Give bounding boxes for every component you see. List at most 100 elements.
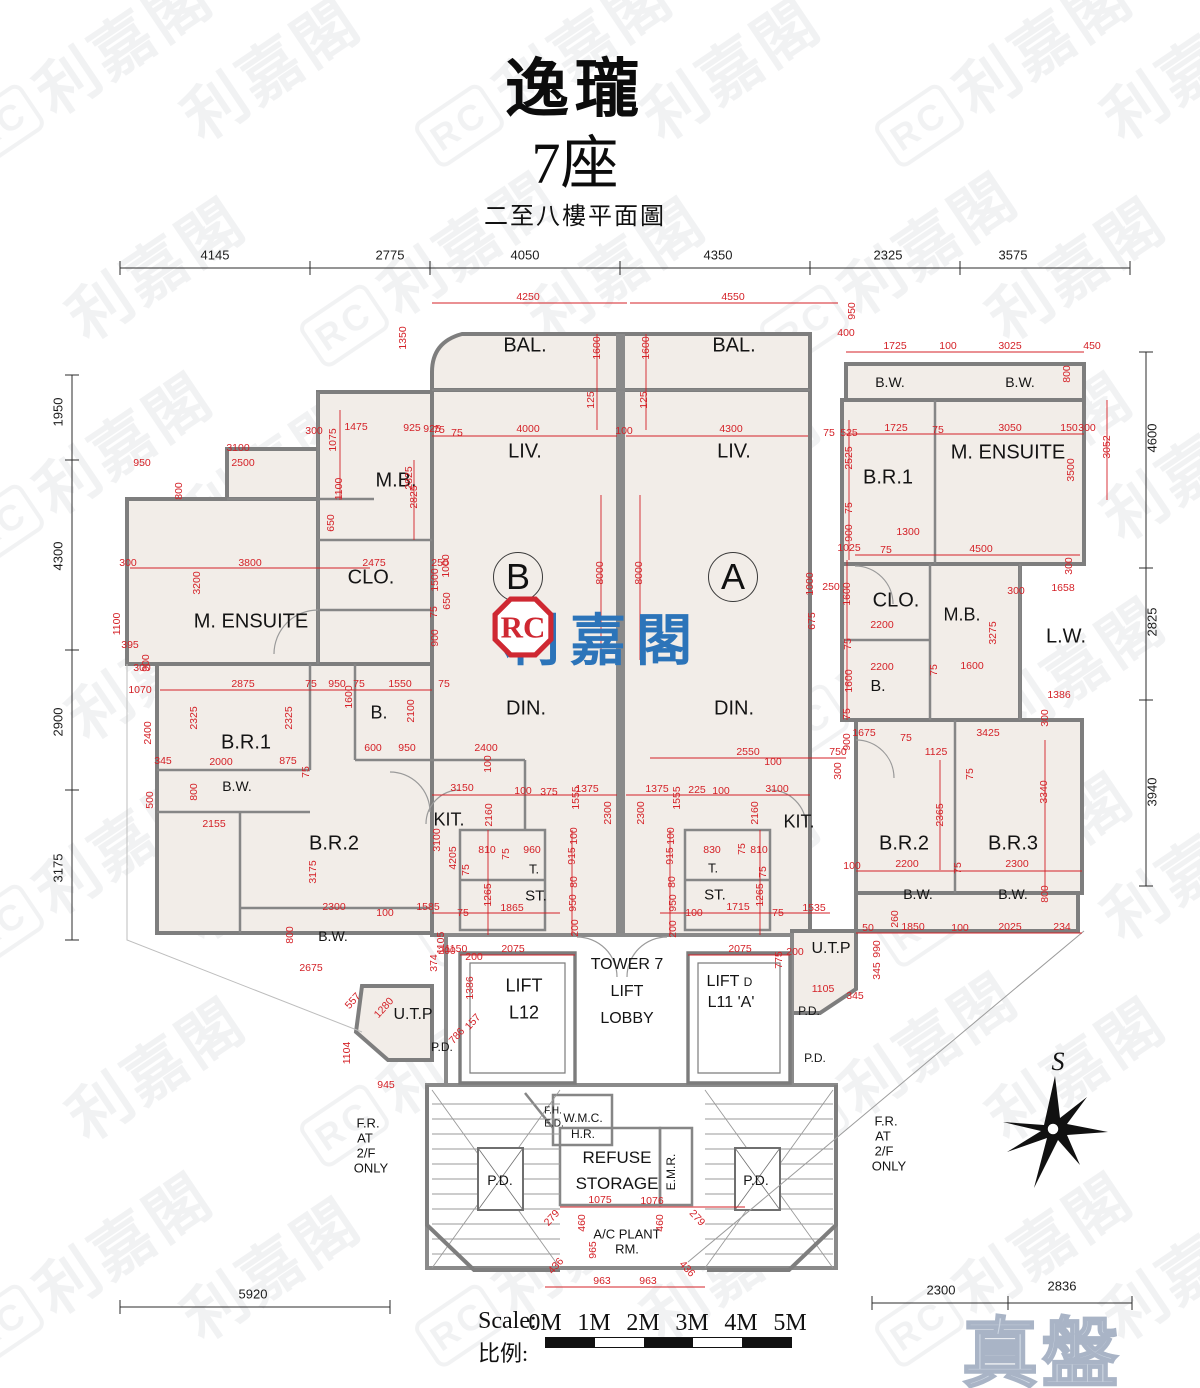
dim-label: 2325	[283, 706, 295, 730]
dim-label: 2160	[749, 801, 761, 825]
dim-label: 600	[364, 742, 382, 754]
dim-label: 1555	[671, 786, 683, 810]
dim-label: 2000	[209, 756, 233, 768]
dim-label: 1105	[811, 983, 835, 995]
dim-label: 950	[133, 457, 151, 469]
dim-label: 4000	[516, 423, 540, 435]
dim-label: 300	[1078, 422, 1096, 434]
dim-label: 963	[593, 1275, 611, 1287]
dim-label: 775	[773, 951, 785, 969]
room-label: LOBBY	[600, 1010, 654, 1027]
scale-tick-label: 0M	[528, 1310, 562, 1336]
room-label: 2/F	[874, 1143, 894, 1159]
dim-label: 525	[840, 427, 858, 439]
dim-label: 2025	[998, 921, 1022, 933]
dim-label: 1076	[640, 1195, 664, 1207]
room-label: B.W.	[1005, 374, 1035, 390]
dim-label: 75	[843, 502, 855, 514]
room-label: H.R.	[571, 1127, 595, 1141]
dim-label: 100	[764, 756, 782, 768]
dim-label: 2300	[602, 801, 614, 825]
room-label: L11 'A'	[707, 994, 755, 1011]
dim-label: 300	[832, 762, 844, 780]
ruler-dim-label: 4050	[510, 247, 540, 263]
room-label: BAL.	[712, 334, 756, 357]
dim-label: 75	[460, 864, 472, 876]
room-label: B.R.2	[308, 832, 360, 855]
dim-label: 75	[928, 664, 940, 676]
dim-label: 3425	[976, 727, 1000, 739]
dim-label: 2075	[501, 943, 525, 955]
dim-label: 3052	[1101, 435, 1113, 459]
dim-label: 1658	[1051, 582, 1075, 594]
dim-label: 800	[284, 926, 296, 944]
left-wing	[125, 497, 320, 666]
dim-label: 650	[441, 592, 453, 610]
dim-label: 800	[1039, 885, 1051, 903]
unit-circle-a: A	[708, 552, 758, 602]
room-label: B.W.	[222, 778, 252, 794]
room-label: B.R.1	[220, 731, 272, 754]
dim-label: 965	[587, 1241, 599, 1259]
dim-label: 950	[328, 678, 346, 690]
unit-b-label: B	[505, 556, 530, 597]
ruler-dim-label: 3175	[50, 853, 66, 883]
dim-label: 1600	[841, 582, 853, 606]
scale-tick-label: 1M	[577, 1310, 611, 1336]
dim-label: 2200	[895, 858, 919, 870]
dim-label: 945	[377, 1079, 395, 1091]
dim-label: 4205	[447, 846, 459, 870]
dim-label: 75	[842, 638, 854, 650]
room-label: B.W.	[318, 928, 348, 944]
dim-label: 900	[429, 629, 441, 647]
room-label: B.W.	[998, 886, 1028, 902]
dim-label: 250	[822, 581, 840, 593]
room-label: L12	[508, 1002, 540, 1023]
lift-shafts	[458, 951, 792, 1085]
dim-label: 100	[376, 907, 394, 919]
ruler-dim-label: 3940	[1144, 777, 1160, 807]
brand-logo: RC 利嘉閣	[492, 596, 702, 677]
dim-label: 915	[566, 847, 578, 865]
floor-subtitle: 二至八樓平面圖	[484, 204, 666, 230]
dim-label: 950	[846, 302, 858, 320]
room-label: KIT.	[433, 809, 465, 830]
room-label: A/C PLANT	[593, 1226, 661, 1242]
dim-label: 100	[568, 827, 580, 845]
dim-label: 300	[119, 557, 137, 569]
dim-label: 1850	[901, 921, 925, 933]
room-label: D	[743, 975, 753, 989]
door-arcs	[273, 565, 895, 978]
dim-label: 75	[932, 424, 944, 436]
dim-label: 1725	[883, 340, 907, 352]
ruler-dim-label: 2900	[50, 707, 66, 737]
room-label: F.H.	[544, 1105, 562, 1117]
room-label: KIT.	[783, 811, 815, 832]
dim-label: 800	[1061, 365, 1073, 383]
dim-label: 2875	[231, 678, 255, 690]
room-label: U.T.P	[393, 1006, 433, 1023]
compass-star	[1003, 1076, 1108, 1188]
dim-label: 400	[837, 327, 855, 339]
dim-label: 100	[939, 340, 957, 352]
room-label: AT	[357, 1130, 373, 1146]
room-label: REFUSE	[582, 1148, 652, 1167]
dim-label: 925	[403, 422, 421, 434]
dim-label: 2675	[299, 962, 323, 974]
dim-label: 990	[871, 940, 883, 958]
room-label: P.D.	[798, 1004, 820, 1018]
dim-label: 915	[664, 847, 676, 865]
a-upper-block	[840, 398, 1086, 566]
dim-label: 1025	[837, 542, 861, 554]
room-label: TOWER 7	[590, 956, 664, 973]
svg-text:RC: RC	[501, 609, 546, 644]
dim-label: 50	[862, 922, 874, 934]
dim-label: 963	[639, 1275, 657, 1287]
dim-label: 1600	[640, 336, 652, 360]
dim-label: 150	[1060, 422, 1078, 434]
dim-label: 3050	[998, 422, 1022, 434]
estate-title: 逸瓏	[505, 54, 645, 125]
dim-label: 2200	[870, 619, 894, 631]
room-label: AT	[875, 1128, 891, 1144]
